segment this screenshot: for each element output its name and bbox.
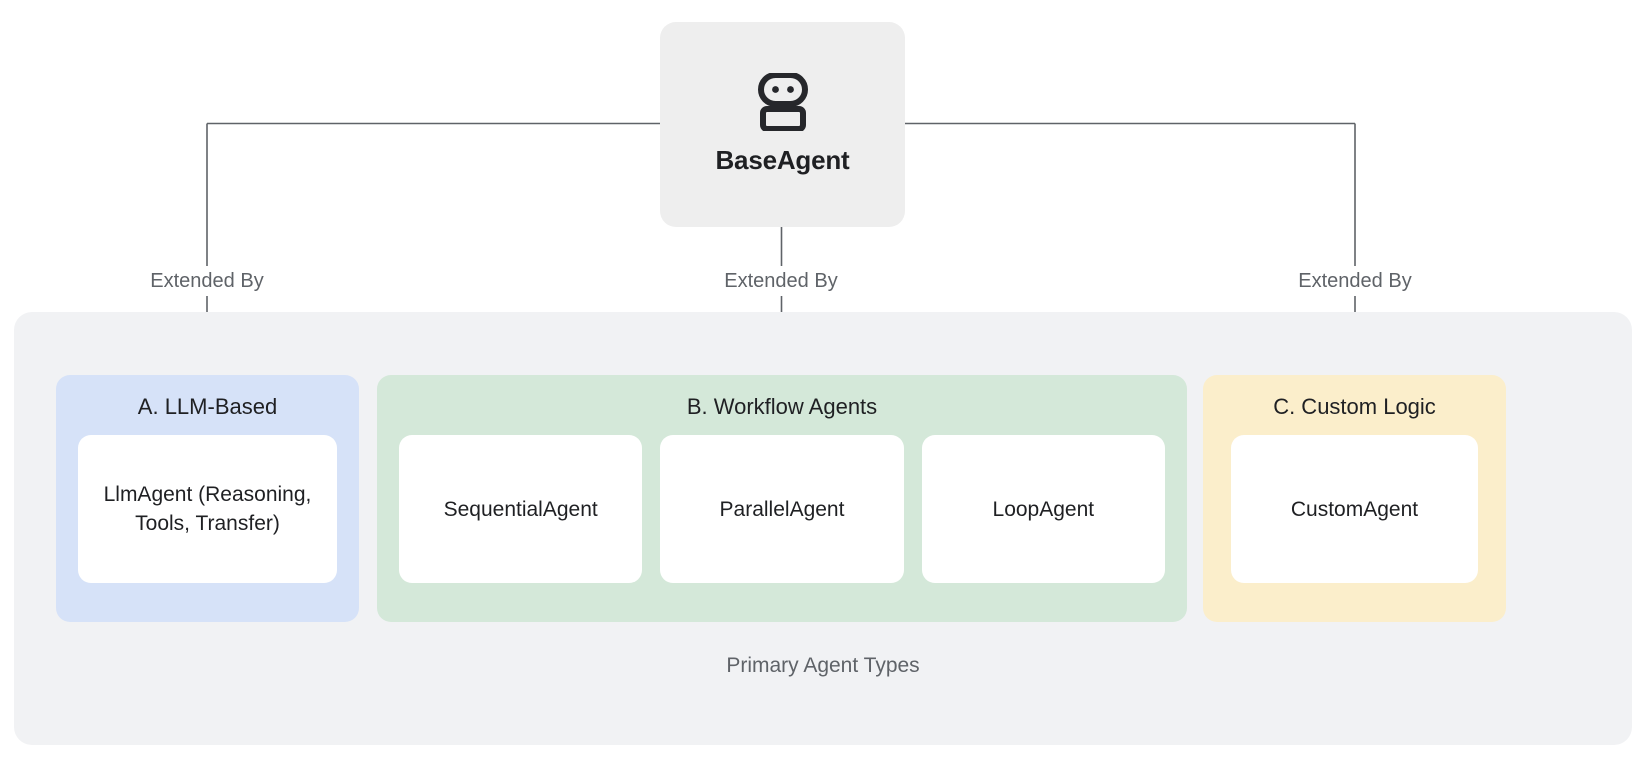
group-custom-logic-cards: CustomAgent	[1203, 422, 1506, 583]
robot-icon	[757, 73, 808, 131]
group-workflow-agents-title: B. Workflow Agents	[686, 394, 878, 419]
group-llm-based-cards: LlmAgent (Reasoning, Tools, Transfer)	[56, 422, 359, 583]
group-workflow-agents[interactable]: B. Workflow Agents SequentialAgent Paral…	[377, 375, 1187, 622]
edge-label-right: Extended By	[1289, 266, 1421, 296]
node-parallel-agent[interactable]: ParallelAgent	[660, 435, 904, 583]
group-custom-logic[interactable]: C. Custom Logic CustomAgent	[1203, 375, 1506, 622]
node-llm-agent[interactable]: LlmAgent (Reasoning, Tools, Transfer)	[78, 435, 337, 583]
node-sequential-agent[interactable]: SequentialAgent	[399, 435, 643, 583]
primary-agent-types-caption: Primary Agent Types	[726, 654, 920, 677]
edge-label-middle: Extended By	[715, 266, 847, 296]
node-base-agent-label: BaseAgent	[715, 145, 850, 175]
node-base-agent[interactable]: BaseAgent	[660, 22, 905, 227]
node-loop-agent[interactable]: LoopAgent	[921, 435, 1165, 583]
group-custom-logic-title: C. Custom Logic	[1273, 394, 1436, 419]
edge-label-left: Extended By	[141, 266, 273, 296]
node-custom-agent[interactable]: CustomAgent	[1231, 435, 1478, 583]
group-llm-based[interactable]: A. LLM-Based LlmAgent (Reasoning, Tools,…	[56, 375, 359, 622]
group-workflow-agents-cards: SequentialAgent ParallelAgent LoopAgent	[377, 422, 1187, 583]
group-llm-based-title: A. LLM-Based	[137, 394, 278, 419]
